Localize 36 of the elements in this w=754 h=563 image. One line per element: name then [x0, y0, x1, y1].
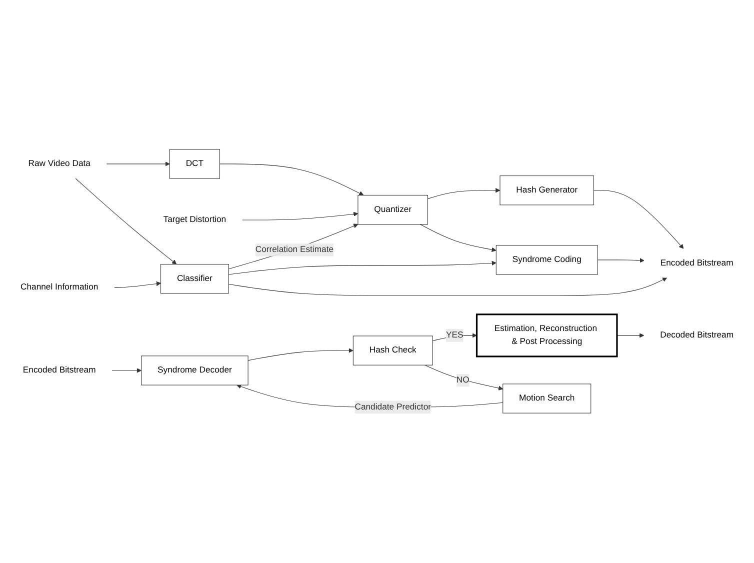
node-text: Encoded Bitstream: [22, 366, 96, 375]
arrow: [228, 224, 358, 270]
node-box: Hash Check: [352, 336, 433, 366]
arrow: [597, 258, 644, 263]
arrow: [616, 333, 644, 338]
edge-label: Candidate Predictor: [354, 402, 431, 412]
arrow: [106, 162, 170, 166]
arrow: [420, 224, 496, 252]
arrow: [593, 190, 684, 249]
arrow: [248, 348, 354, 361]
node-text: Raw Video Data: [28, 159, 90, 168]
node-box: Syndrome Decoder: [141, 356, 248, 386]
arrow: [427, 188, 500, 200]
edge-label: NO: [456, 375, 470, 385]
node-box: Quantizer: [358, 194, 428, 225]
edge-label: Correlation Estimate: [255, 245, 334, 254]
node-text: Decoded Bitstream: [660, 330, 734, 340]
node-box: Classifier: [160, 264, 229, 294]
arrow: [114, 281, 161, 288]
node-box: Motion Search: [502, 384, 592, 414]
arrow: [112, 368, 142, 373]
arrow: [424, 364, 504, 390]
node-box: DCT: [169, 149, 220, 179]
arrow: [228, 277, 668, 296]
node-text: Encoded Bitstream: [660, 258, 734, 268]
arrow: [242, 212, 358, 220]
arrow: [432, 333, 477, 342]
arrow: [75, 178, 177, 264]
arrow: [219, 164, 364, 196]
node-box: Hash Generator: [500, 176, 594, 206]
node-text: Target Distortion: [163, 215, 226, 224]
edge-label: YES: [446, 330, 464, 340]
node-box: Estimation, Reconstruction & Post Processing: [476, 314, 618, 358]
node-text: Channel Information: [20, 282, 98, 292]
node-box: Syndrome Coding: [496, 245, 598, 275]
arrow: [228, 260, 496, 275]
